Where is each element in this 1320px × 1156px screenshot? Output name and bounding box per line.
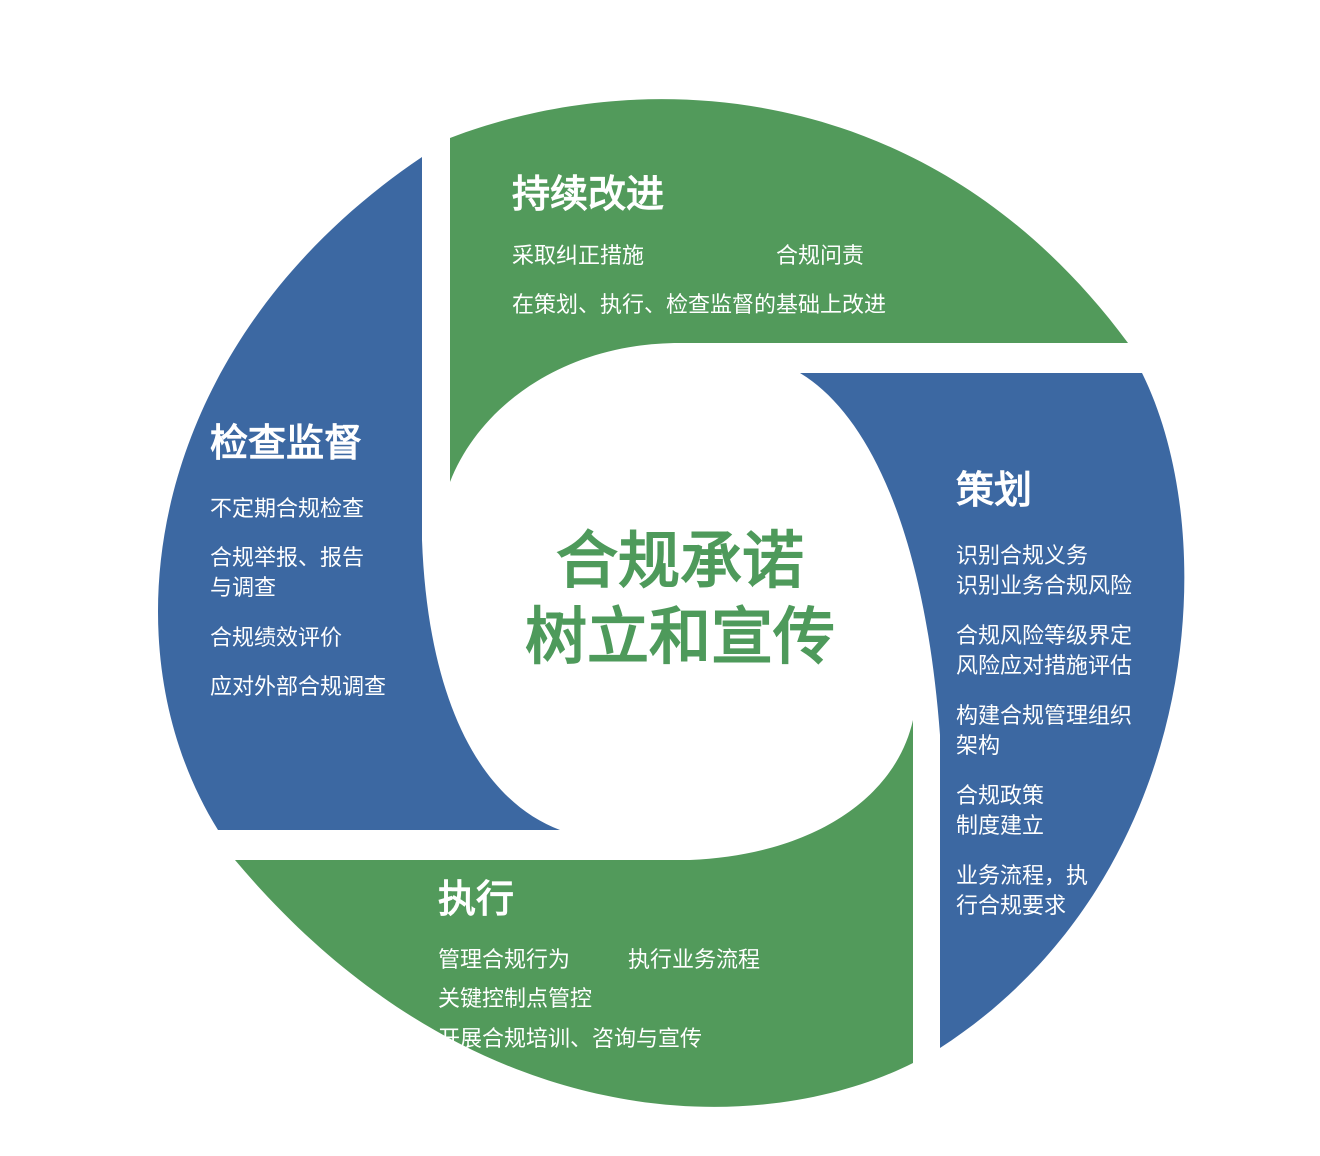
- segment-execute-item: 关键控制点管控: [438, 987, 592, 1012]
- segment-check-item: 合规绩效评价: [210, 626, 342, 651]
- segment-improve-item: 在策划、执行、检查监督的基础上改进: [512, 293, 886, 318]
- segment-plan-shape: [800, 373, 1185, 1048]
- segment-plan-item: 行合规要求: [956, 894, 1066, 919]
- segment-execute-shape: [235, 720, 913, 1107]
- segment-check-shape: [158, 157, 560, 830]
- segment-execute-title: 执行: [438, 877, 514, 921]
- segment-plan-item: 合规政策: [956, 784, 1044, 809]
- segment-check-item: 与调查: [210, 576, 276, 601]
- segment-check-item: 不定期合规检查: [210, 497, 364, 522]
- segment-check-item: 合规举报、报告: [210, 546, 364, 571]
- segment-plan-item: 合规风险等级界定: [956, 624, 1132, 649]
- segment-improve-item: 合规问责: [776, 244, 864, 269]
- segment-check-item: 应对外部合规调查: [210, 675, 386, 700]
- segment-plan-item: 架构: [956, 734, 1000, 759]
- segment-plan-item: 构建合规管理组织: [956, 704, 1132, 729]
- segment-plan-item: 识别业务合规风险: [956, 574, 1132, 599]
- segment-execute-item: 执行业务流程: [628, 948, 760, 973]
- center-title-line1: 合规承诺: [556, 524, 804, 597]
- center-title-line2: 树立和宣传: [525, 600, 835, 673]
- segment-plan-title: 策划: [956, 468, 1032, 512]
- segment-improve-title: 持续改进: [512, 172, 664, 216]
- segment-plan-item: 识别合规义务: [956, 544, 1088, 569]
- segment-check-title: 检查监督: [210, 421, 362, 465]
- segment-improve-shape: [450, 99, 1128, 482]
- segment-plan-item: 风险应对措施评估: [956, 654, 1132, 679]
- segment-improve-item: 采取纠正措施: [512, 244, 644, 269]
- segment-execute-item: 管理合规行为: [438, 948, 570, 973]
- segment-plan-item: 业务流程，执: [956, 864, 1088, 889]
- segment-execute-item: 开展合规培训、咨询与宣传: [438, 1027, 702, 1052]
- segment-plan-item: 制度建立: [956, 814, 1044, 839]
